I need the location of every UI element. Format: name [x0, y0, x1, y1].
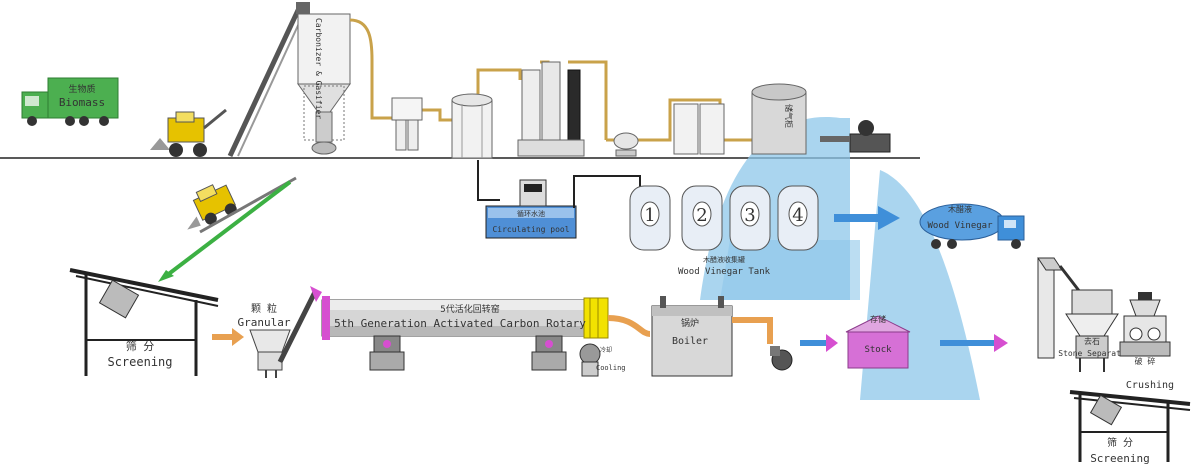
carbonizer-gasifier: Carbonizer & Gasifier — [297, 13, 351, 155]
inclined-conveyor-top — [227, 2, 310, 158]
tank-4-number: 4 — [792, 205, 803, 226]
filter-unit-1 — [391, 97, 423, 151]
loader-slope — [187, 176, 297, 234]
cooling-label-cn: 冷却 — [600, 346, 612, 354]
boiler-fan — [770, 346, 793, 371]
arrow-to-stock — [800, 334, 838, 352]
stock-label-en: Stock — [864, 345, 892, 355]
tank-3-number: 3 — [744, 205, 755, 226]
wood-vinegar-tanks: 1 2 3 4 木醋液收集罐 Wood Vinegar Tank — [629, 185, 819, 277]
rotary-kiln: 5代活化回转窑 5th Generation Activated Carbon … — [321, 296, 609, 371]
vinegar-tank-label-cn: 木醋液收集罐 — [703, 255, 745, 264]
vinegar-tank-2: 2 — [681, 185, 723, 251]
screening-unit-left: 筛 分 Screening — [69, 268, 219, 376]
arrow-to-stone — [940, 334, 1008, 352]
crusher: 破 碎 Crushing — [1119, 292, 1174, 391]
stone-separator: 去石 Stone Separate — [1037, 257, 1126, 372]
screening2-label-en: Screening — [1090, 452, 1150, 465]
boiler-label-en: Boiler — [672, 336, 708, 347]
filter-unit-2 — [673, 103, 725, 155]
rotary-label-cn: 5代活化回转窑 — [440, 303, 499, 315]
kiln-boiler-duct — [607, 315, 651, 337]
wood-vinegar-label-cn: 木醋液 — [948, 204, 972, 214]
stock-label-cn: 存储 — [870, 314, 886, 324]
stone-label-cn: 去石 — [1084, 336, 1100, 346]
gas-holder: 储气柜 — [751, 83, 807, 155]
scrubber-unit — [451, 93, 493, 159]
tank-1-number: 1 — [644, 205, 655, 226]
boiler: 锅炉 Boiler — [651, 296, 773, 377]
gas-holder-label: 储气柜 — [784, 104, 794, 128]
kiln-support-left — [369, 335, 405, 371]
stock-house: 存储 Stock — [845, 314, 911, 369]
granular-hopper: 颗 粒 Granular — [238, 286, 322, 378]
stone-label-en: Stone Separate — [1058, 349, 1126, 358]
granular-label-en: Granular — [238, 316, 291, 329]
screening2-label-cn: 筛 分 — [1107, 436, 1133, 449]
vinegar-tank-3: 3 — [729, 185, 771, 251]
screening-label-cn: 筛 分 — [126, 339, 155, 353]
crushing-label-en: Crushing — [1126, 380, 1174, 391]
circulating-label-en: Circulating pool — [492, 225, 569, 234]
tank-2-number: 2 — [696, 205, 707, 226]
wood-vinegar-label-en: Wood Vinegar — [927, 221, 993, 231]
arrow-to-granular — [212, 328, 244, 346]
arrow-to-vinegar-truck — [834, 206, 900, 230]
kiln-support-right — [531, 335, 567, 371]
circulating-pool: 循环水池 Circulating pool — [477, 160, 641, 239]
valve — [613, 132, 639, 157]
crushing-label-cn: 破 碎 — [1135, 356, 1156, 366]
blower — [820, 120, 891, 153]
granular-label-cn: 颗 粒 — [251, 302, 277, 315]
cooling-unit: 冷却 Cooling — [579, 343, 626, 377]
circulating-label-cn: 循环水池 — [517, 209, 545, 218]
green-arrow — [158, 180, 292, 282]
cooling-label-en: Cooling — [596, 364, 626, 372]
vinegar-tank-label-en: Wood Vinegar Tank — [678, 267, 771, 277]
boiler-label-cn: 锅炉 — [681, 317, 699, 329]
biomass-label-cn: 生物质 — [68, 83, 95, 95]
screening-label-en: Screening — [107, 355, 172, 369]
vinegar-tank-1: 1 — [629, 185, 671, 251]
loader-top — [150, 108, 227, 157]
condenser-columns — [517, 61, 585, 157]
screening-unit-right: 筛 分 Screening — [1069, 390, 1191, 465]
biomass-label-en: Biomass — [59, 96, 105, 109]
wood-vinegar-truck: 木醋液 Wood Vinegar — [919, 203, 1025, 249]
vinegar-tank-4: 4 — [777, 185, 819, 251]
biomass-truck: 生物质 Biomass — [21, 77, 119, 126]
rotary-label-en: 5th Generation Activated Carbon Rotary — [334, 317, 586, 330]
carbonizer-label: Carbonizer & Gasifier — [314, 18, 323, 119]
